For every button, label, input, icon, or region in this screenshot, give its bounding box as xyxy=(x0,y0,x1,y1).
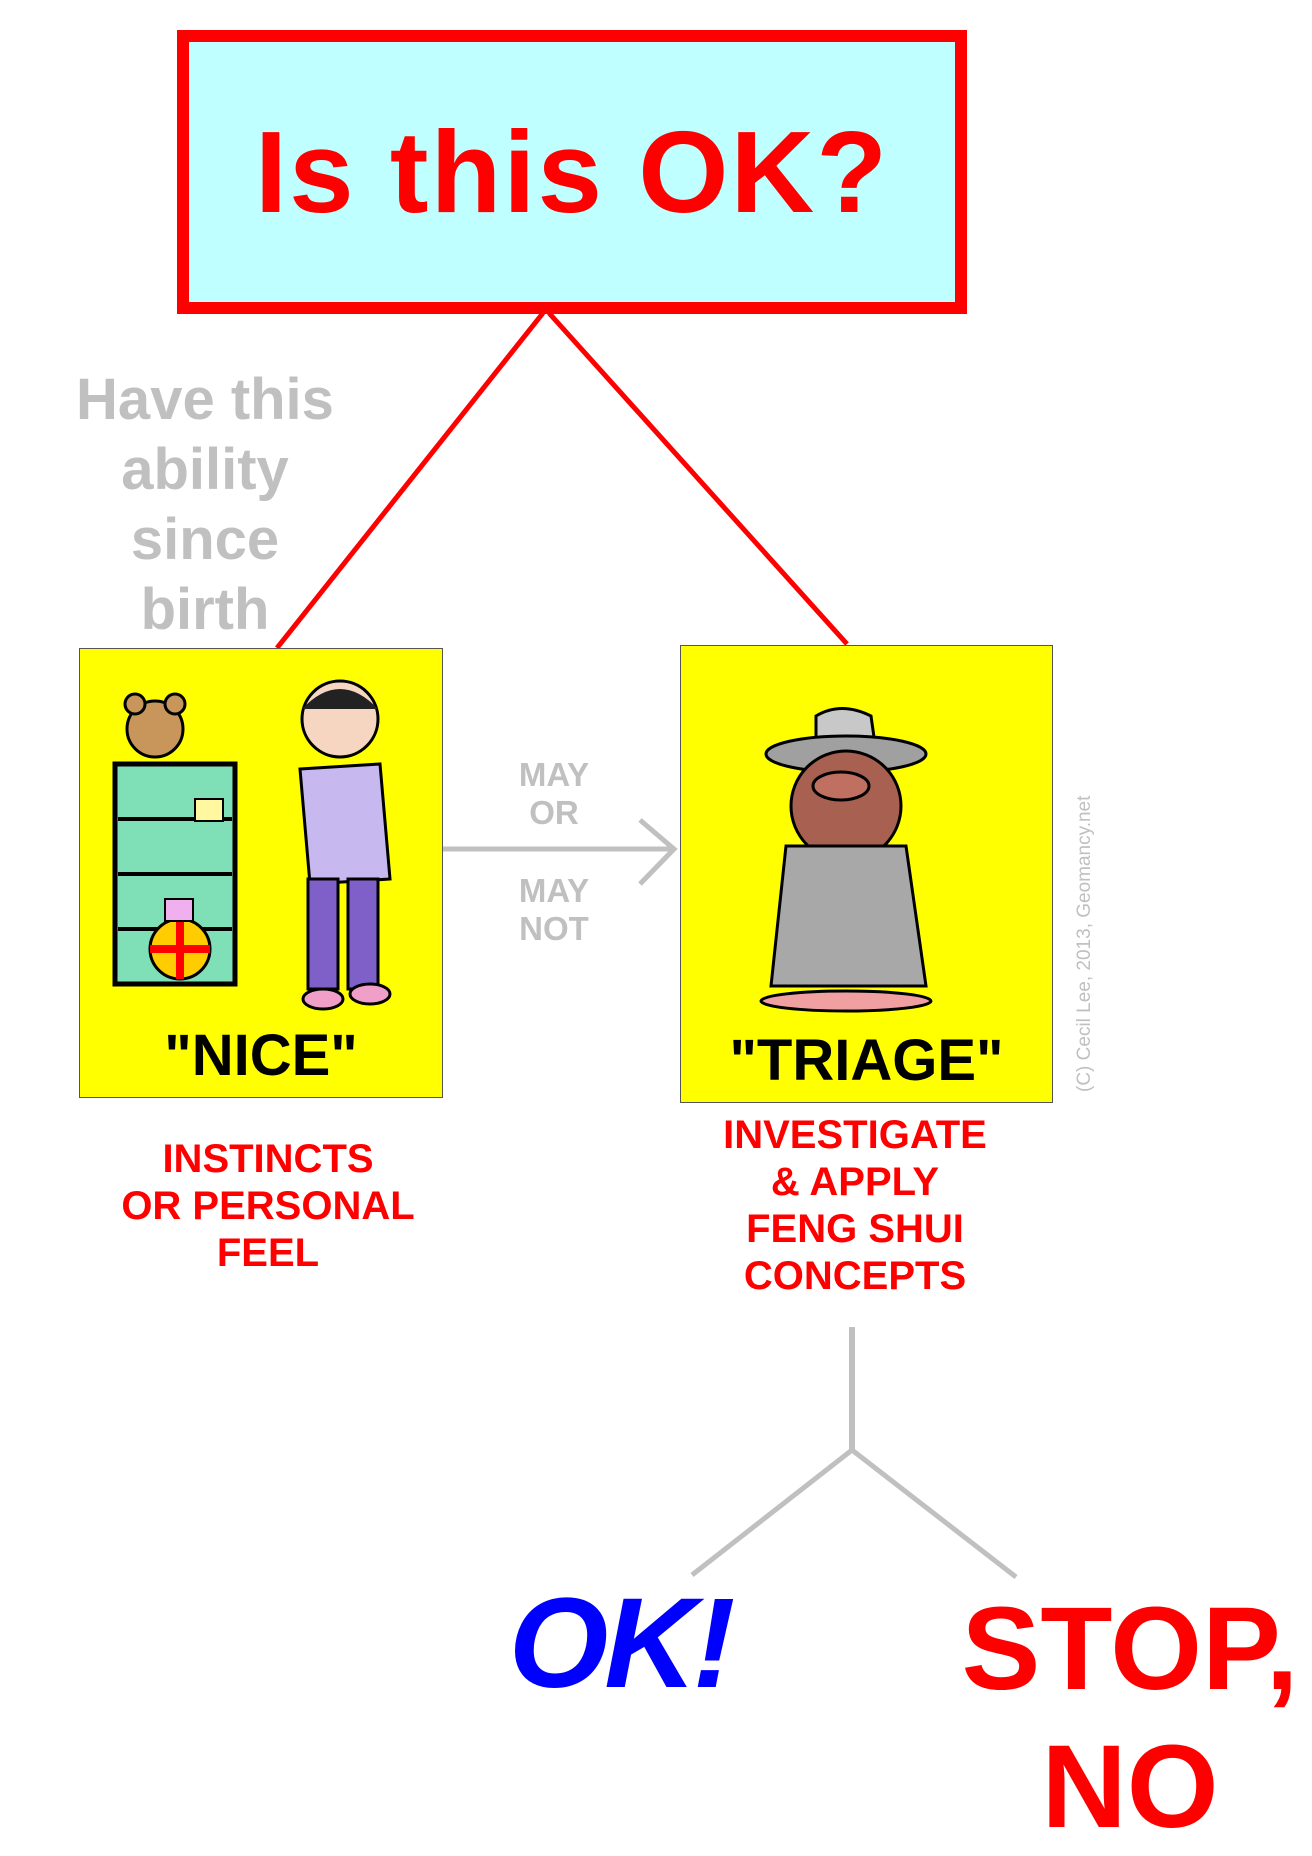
outcome-ok: OK! xyxy=(508,1572,736,1715)
nice-label: "NICE" xyxy=(164,1023,358,1088)
caption-line: FENG SHUI xyxy=(746,1207,964,1251)
branch-left xyxy=(690,1448,854,1577)
caption-line: FEEL xyxy=(216,1231,320,1275)
title: Is this OK? xyxy=(254,107,890,237)
child-toys-illustration xyxy=(112,679,392,1011)
copyright-notice: (C) Cecil Lee, 2013, Geomancy.net xyxy=(1074,795,1095,1092)
caption-line: CONCEPTS xyxy=(743,1254,967,1298)
note-line: MAY xyxy=(518,872,590,909)
outcome-stop: STOP, NO xyxy=(950,1580,1310,1856)
branch-right xyxy=(850,1448,1018,1579)
title-box: Is this OK? xyxy=(177,30,967,314)
may-or-may-not-note: MAY OR MAY NOT xyxy=(494,756,614,948)
stop-line: NO xyxy=(1041,1721,1219,1853)
caption-line: INSTINCTS xyxy=(162,1137,374,1181)
detective-illustration xyxy=(759,707,933,1013)
ability-line: ability xyxy=(121,437,289,502)
stop-line: STOP, xyxy=(961,1583,1299,1715)
caption-line: & APPLY xyxy=(770,1160,940,1204)
arrow-head xyxy=(638,818,678,886)
nice-panel: "NICE" xyxy=(79,648,443,1098)
ability-line: Have this xyxy=(76,367,334,432)
connector-left xyxy=(275,311,545,650)
ability-line: birth xyxy=(140,577,270,642)
caption-line: OR PERSONAL xyxy=(121,1184,415,1228)
triage-label: "TRIAGE" xyxy=(729,1028,1004,1093)
note-line: NOT xyxy=(519,910,589,947)
caption-line: INVESTIGATE xyxy=(723,1113,987,1157)
triage-caption: INVESTIGATE & APPLY FENG SHUI CONCEPTS xyxy=(680,1112,1030,1300)
connector-right xyxy=(547,311,849,646)
ability-line: since xyxy=(130,507,280,572)
note-line: OR xyxy=(529,794,579,831)
nice-caption: INSTINCTS OR PERSONAL FEEL xyxy=(80,1136,456,1277)
ability-note: Have this ability since birth xyxy=(40,365,370,645)
note-line: MAY xyxy=(518,756,590,793)
triage-panel: "TRIAGE" xyxy=(680,645,1053,1103)
